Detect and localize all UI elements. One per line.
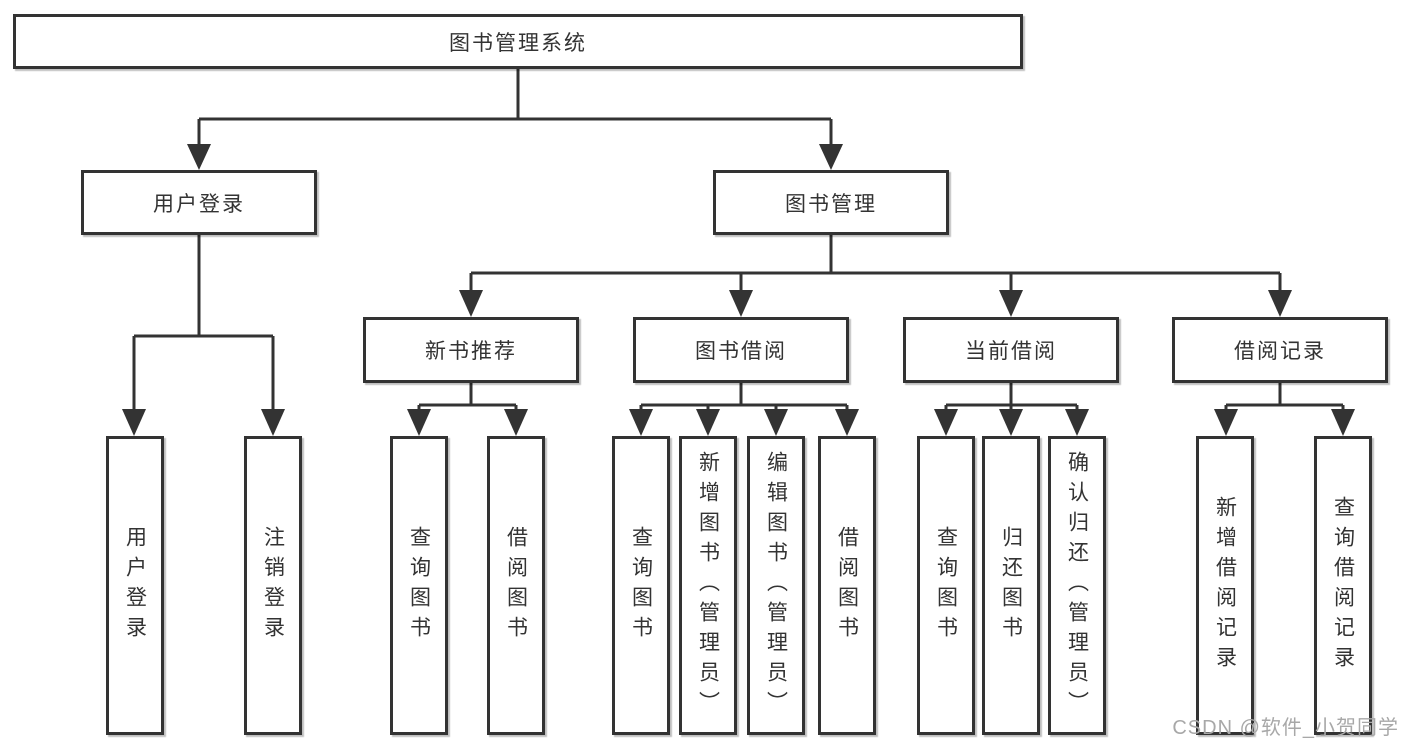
node-label: 用户登录 [123,525,147,646]
leaf-borrow-books: 借阅图书 [818,436,876,735]
leaf-borrow-books: 借阅图书 [487,436,545,735]
node-label: 用户登录 [153,192,245,216]
node-label: 当前借阅 [965,340,1057,363]
leaf-query-books: 查询图书 [390,436,448,735]
csdn-watermark: CSDN @软件_小贺同学 [1172,717,1399,739]
node-label: 编辑图书（管理员） [764,450,788,721]
connector-current-borrow [934,383,1089,436]
node-book-borrowing: 图书借阅 [633,317,849,383]
node-label: 查询图书 [629,525,653,646]
node-label: 图书管理系统 [449,31,587,55]
leaf-query-books: 查询图书 [917,436,975,735]
leaf-add-book-admin: 新增图书（管理员） [679,436,737,735]
leaf-add-borrow-record: 新增借阅记录 [1196,436,1254,735]
leaf-logout: 注销登录 [244,436,302,735]
node-current-borrowing: 当前借阅 [903,317,1119,383]
node-book-management: 图书管理 [713,170,949,235]
node-library-management-system: 图书管理系统 [13,14,1023,69]
node-label: 借阅图书 [504,525,528,646]
connector-root [187,69,843,170]
node-label: 借阅记录 [1234,340,1326,363]
node-borrowing-records: 借阅记录 [1172,317,1388,383]
node-label: 新书推荐 [425,340,517,363]
node-label: 查询借阅记录 [1331,495,1355,676]
node-label: 新增图书（管理员） [696,450,720,721]
node-label: 借阅图书 [835,525,859,646]
node-label: 注销登录 [261,525,285,646]
node-label: 图书借阅 [695,340,787,363]
node-label: 图书管理 [785,192,877,216]
connector-user-login [122,235,285,436]
node-user-login: 用户登录 [81,170,317,235]
node-label: 确认归还（管理员） [1065,450,1089,721]
node-label: 新增借阅记录 [1213,495,1237,676]
leaf-query-books: 查询图书 [612,436,670,735]
connector-borrow-records [1214,383,1355,436]
node-label: 查询图书 [407,525,431,646]
leaf-query-borrow-record: 查询借阅记录 [1314,436,1372,735]
node-label: 查询图书 [934,525,958,646]
node-new-book-recommendation: 新书推荐 [363,317,579,383]
connector-book-mgmt [459,235,1292,317]
leaf-confirm-return-admin: 确认归还（管理员） [1048,436,1106,735]
leaf-return-book: 归还图书 [982,436,1040,735]
leaf-edit-book-admin: 编辑图书（管理员） [747,436,805,735]
node-label: 归还图书 [999,525,1023,646]
connector-book-borrow [629,383,859,436]
connector-new-book-rec [407,383,528,436]
leaf-user-login: 用户登录 [106,436,164,735]
